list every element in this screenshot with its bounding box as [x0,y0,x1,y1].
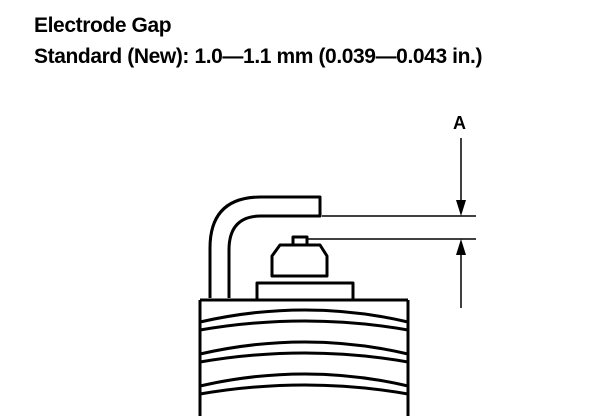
insulator-base [255,281,355,302]
center-insulator [270,243,329,278]
dimension-arrowhead-up [456,239,466,255]
gap-specification: Standard (New): 1.0—1.1 mm (0.039—0.043 … [34,45,483,68]
ground-electrode [208,195,322,298]
diagram-title: Electrode Gap [34,14,172,37]
shell-threads [199,308,409,396]
dimension-label-a: A [453,113,466,133]
dimension-arrowhead-down [456,200,466,216]
